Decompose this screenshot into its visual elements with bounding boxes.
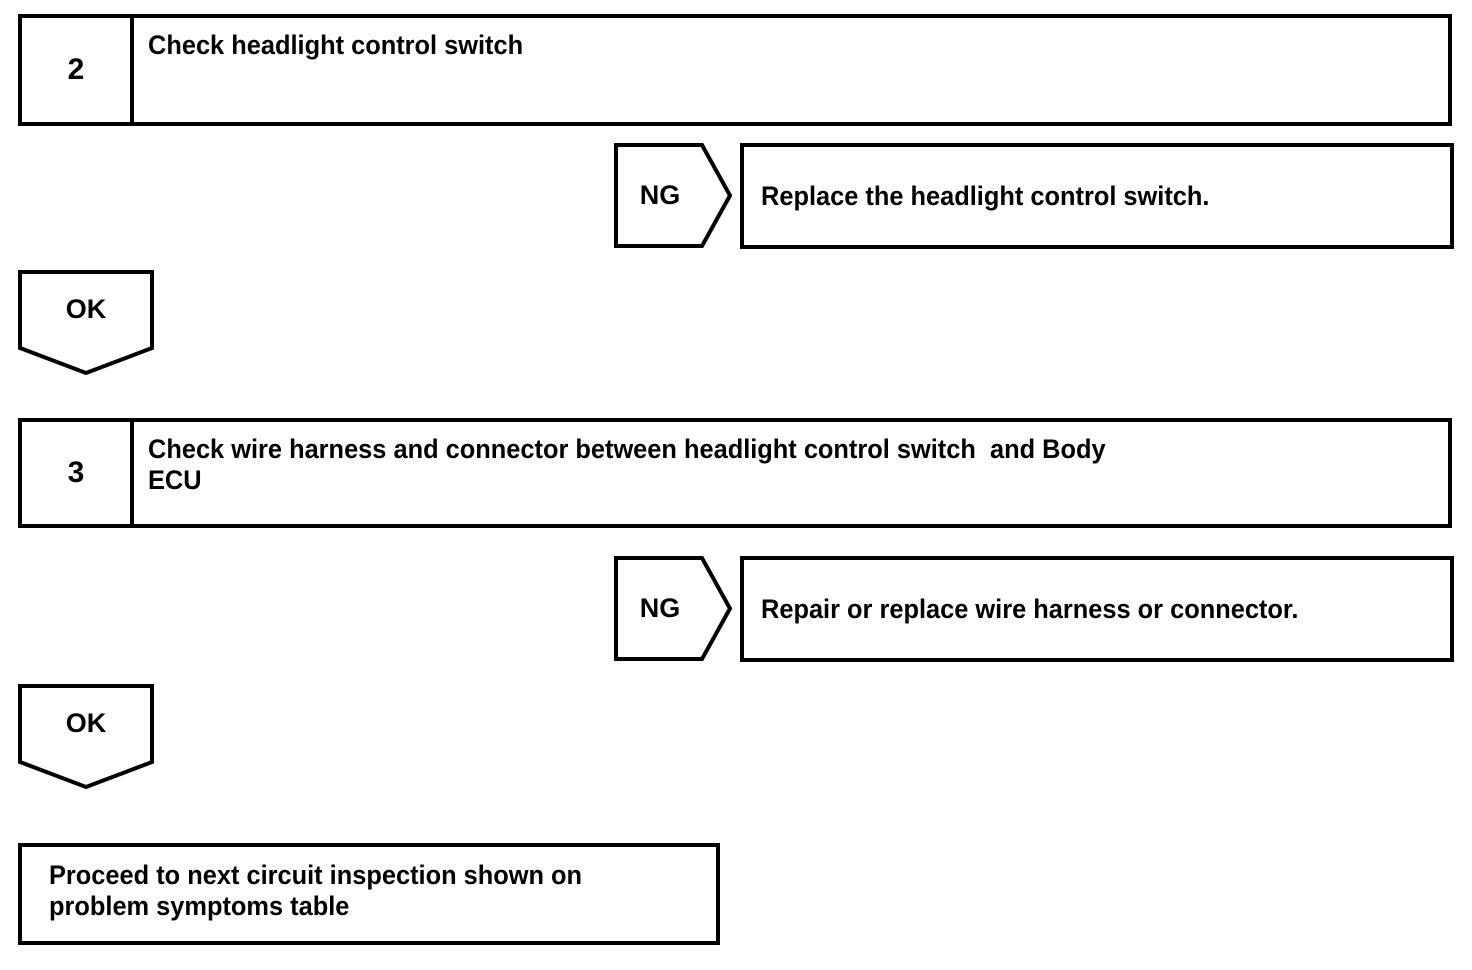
ng-label: NG (639, 180, 681, 210)
ng-message-text: Replace the headlight control switch. (761, 180, 1210, 211)
ok-label: OK (65, 293, 107, 324)
step-number: 2 (67, 53, 85, 86)
step-box-3: 3 Check wire harness and connector betwe… (18, 418, 1452, 528)
ok-label: OK (65, 707, 107, 738)
step-text-cell-3: Check wire harness and connector between… (134, 422, 1448, 524)
ng-branch-2: NG Repair or replace wire harness or con… (614, 556, 1454, 662)
ng-message-box: Replace the headlight control switch. (740, 143, 1454, 249)
step-number-cell-2: 2 (22, 18, 134, 122)
ng-arrow-icon: NG (614, 556, 732, 661)
step-instruction: Check wire harness and connector between… (148, 434, 1106, 496)
ng-label: NG (639, 593, 681, 623)
step-text-cell-2: Check headlight control switch (134, 18, 1448, 122)
step-instruction: Check headlight control switch (148, 30, 524, 60)
ng-message-text: Repair or replace wire harness or connec… (761, 593, 1299, 624)
ng-arrow-icon: NG (614, 143, 732, 248)
final-action-text: Proceed to next circuit inspection shown… (49, 860, 583, 922)
final-action-box: Proceed to next circuit inspection shown… (18, 843, 720, 945)
step-number: 3 (67, 456, 85, 489)
ok-arrow-2: OK (18, 684, 154, 790)
ok-arrow-1: OK (18, 270, 154, 376)
step-number-cell-3: 3 (22, 422, 134, 524)
step-box-2: 2 Check headlight control switch (18, 14, 1452, 126)
ng-message-box: Repair or replace wire harness or connec… (740, 556, 1454, 662)
ng-branch-1: NG Replace the headlight control switch. (614, 143, 1454, 249)
